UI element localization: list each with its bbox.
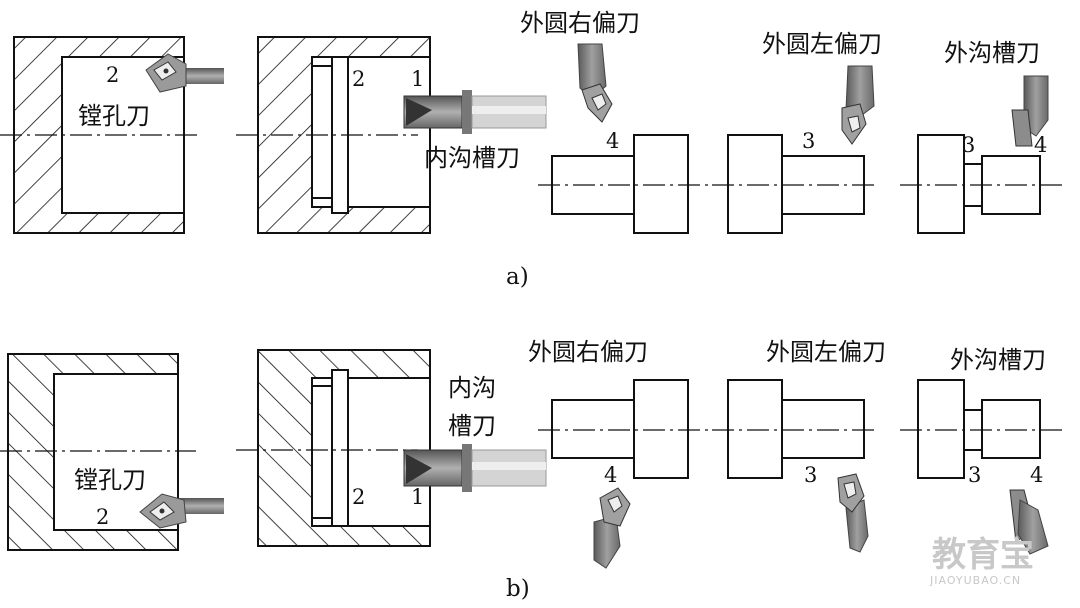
- caption-a: a): [506, 264, 529, 290]
- inner-groove-workpiece-b: [236, 349, 431, 547]
- label-outer-groove-tool-a: 外沟槽刀: [944, 39, 1040, 67]
- label-outer-left-tool-b: 外圆左偏刀: [766, 338, 886, 366]
- label-boring-tool-b: 镗孔刀: [74, 466, 146, 494]
- outer-groove-tool-b: [1009, 489, 1049, 555]
- outer-left-workpiece-b: [712, 379, 878, 479]
- inner-groove-workpiece-a: [236, 36, 431, 234]
- outer-right-tool-b: [593, 487, 631, 569]
- label-og-num3-b: 3: [968, 463, 981, 487]
- outer-left-tool-b: [837, 473, 869, 553]
- inner-groove-tool-a: [403, 90, 547, 134]
- outer-right-tool-a: [577, 43, 613, 123]
- boring-tool-a: [145, 53, 224, 93]
- watermark: 教育宝 JIAOYUBAO.CN: [929, 535, 1034, 587]
- label-left-num-a: 3: [802, 129, 815, 153]
- watermark-subtext: JIAOYUBAO.CN: [929, 574, 1021, 587]
- outer-left-workpiece-a: [712, 134, 878, 234]
- label-bore-num-b: 2: [96, 505, 109, 529]
- panel-a: 2 镗孔刀 2 1 内沟槽刀 外: [0, 9, 1066, 290]
- inner-groove-tool-b: [403, 444, 547, 492]
- label-outer-right-tool-a: 外圆右偏刀: [520, 9, 640, 37]
- bore-workpiece-b: [0, 353, 196, 551]
- panel-b: 镗孔刀 2 2 1 内沟 槽刀: [0, 338, 1066, 602]
- label-groove-num2-b: 2: [352, 485, 365, 509]
- label-inner-groove-tool-a: 内沟槽刀: [424, 144, 520, 172]
- label-og-num4-a: 4: [1034, 133, 1047, 157]
- label-outer-left-tool-a: 外圆左偏刀: [762, 30, 882, 58]
- outer-left-tool-a: [841, 65, 875, 145]
- label-left-num-b: 3: [804, 463, 817, 487]
- outer-groove-workpiece-b: [900, 379, 1066, 479]
- outer-right-workpiece-a: [538, 134, 710, 234]
- label-groove-num1-a: 1: [411, 67, 424, 91]
- label-og-num4-b: 4: [1030, 463, 1043, 487]
- label-outer-groove-tool-b: 外沟槽刀: [950, 346, 1046, 374]
- caption-b: b): [506, 576, 530, 602]
- label-bore-num-a: 2: [106, 63, 119, 87]
- label-right-num-a: 4: [606, 129, 619, 153]
- label-groove-num1-b: 1: [411, 485, 424, 509]
- label-og-num3-a: 3: [962, 133, 975, 157]
- label-inner-groove-tool-b-line1: 内沟: [448, 374, 496, 402]
- watermark-text: 教育宝: [932, 535, 1034, 575]
- label-right-num-b: 4: [604, 463, 617, 487]
- outer-groove-workpiece-a: [900, 134, 1066, 234]
- outer-groove-tool-a: [1011, 75, 1049, 147]
- label-outer-right-tool-b: 外圆右偏刀: [528, 338, 648, 366]
- label-boring-tool-a: 镗孔刀: [78, 102, 150, 130]
- outer-right-workpiece-b: [538, 379, 710, 479]
- label-groove-num2-a: 2: [352, 67, 365, 91]
- boring-tool-b: [139, 493, 224, 529]
- label-inner-groove-tool-b-line2: 槽刀: [448, 412, 496, 440]
